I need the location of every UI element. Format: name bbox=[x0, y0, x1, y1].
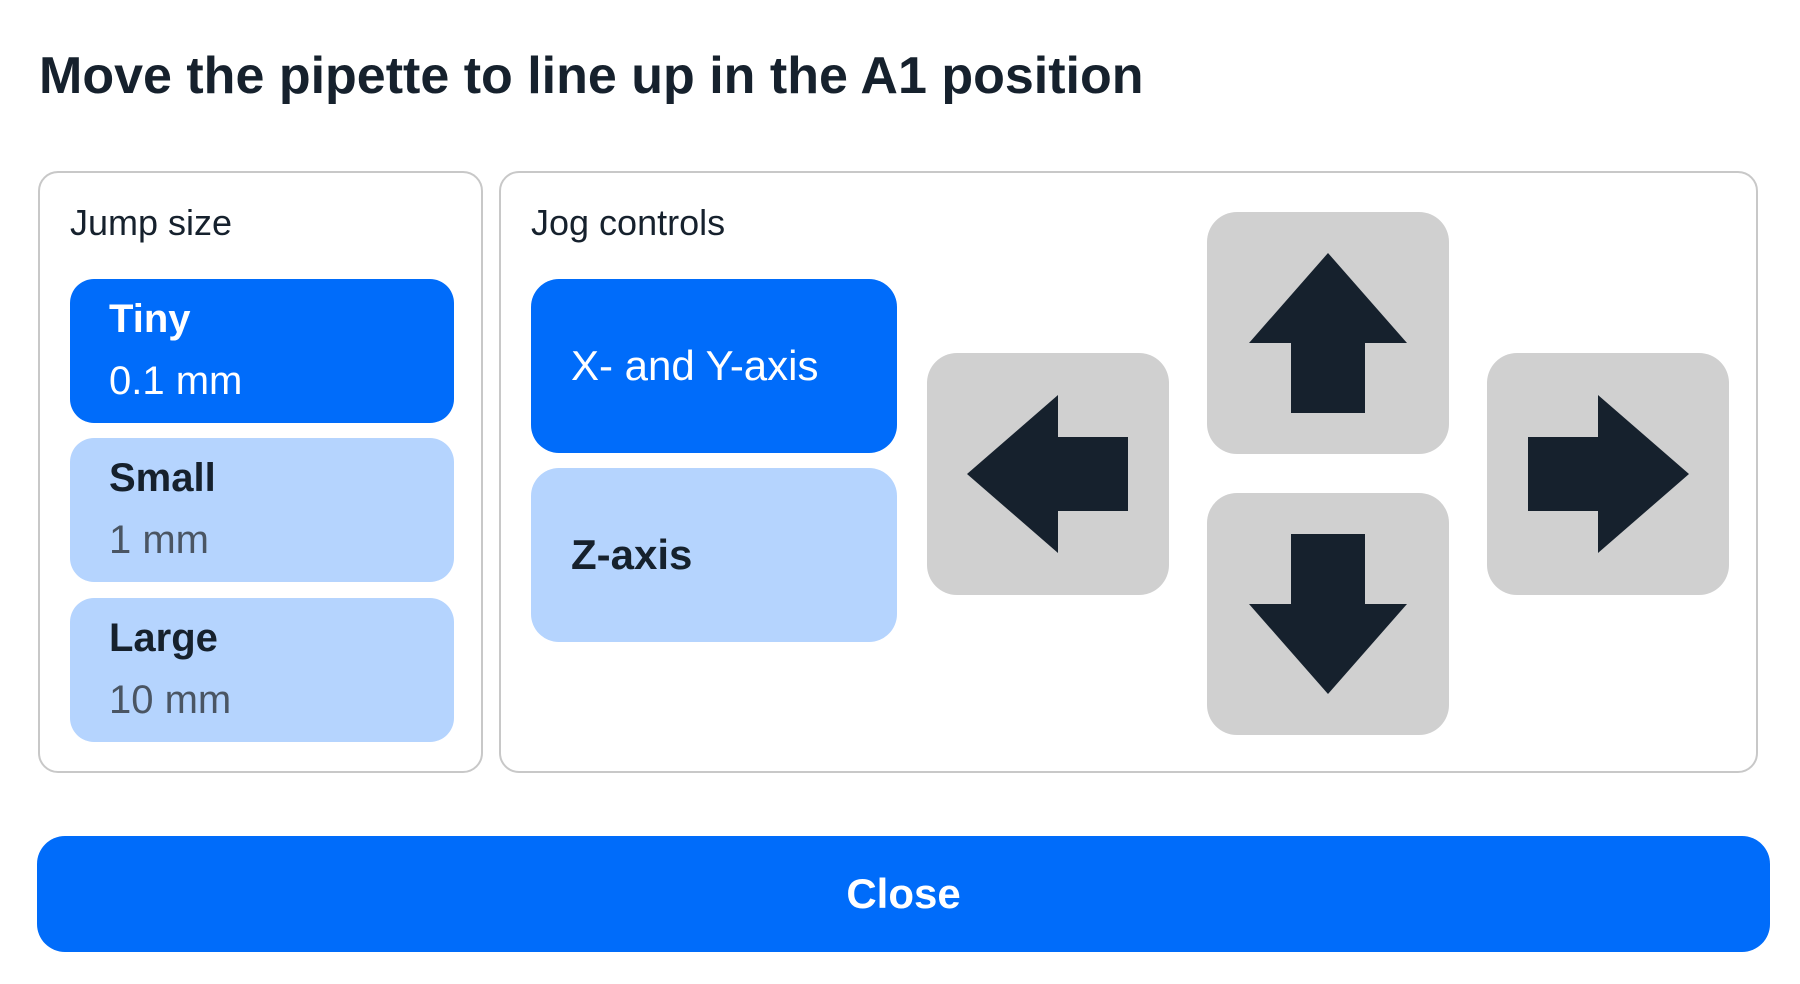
axis-option-xy[interactable]: X- and Y-axis bbox=[531, 279, 897, 453]
option-value: 0.1 mm bbox=[109, 359, 243, 403]
jump-size-option-tiny[interactable]: Tiny 0.1 mm bbox=[70, 279, 454, 423]
arrow-left-icon bbox=[967, 395, 1128, 553]
axis-option-z[interactable]: Z-axis bbox=[531, 468, 897, 642]
jump-size-option-small[interactable]: Small 1 mm bbox=[70, 438, 454, 582]
page-title: Move the pipette to line up in the A1 po… bbox=[39, 47, 1144, 105]
option-value: 10 mm bbox=[109, 678, 232, 722]
arrow-down-icon bbox=[1249, 534, 1407, 694]
jog-right-button[interactable] bbox=[1487, 353, 1729, 595]
option-title: Tiny bbox=[109, 297, 191, 341]
jump-size-option-large[interactable]: Large 10 mm bbox=[70, 598, 454, 742]
close-button[interactable]: Close bbox=[37, 836, 1770, 952]
axis-option-label: Z-axis bbox=[571, 531, 693, 578]
option-title: Small bbox=[109, 456, 216, 500]
jump-size-panel: Jump size Tiny 0.1 mm Small 1 mm Large 1… bbox=[38, 171, 483, 773]
arrow-up-icon bbox=[1249, 253, 1407, 413]
jump-size-label: Jump size bbox=[70, 202, 233, 243]
jog-left-button[interactable] bbox=[927, 353, 1169, 595]
axis-option-label: X- and Y-axis bbox=[571, 342, 819, 389]
jog-controls-panel: Jog controls X- and Y-axis Z-axis bbox=[499, 171, 1758, 773]
jog-controls-label: Jog controls bbox=[531, 202, 726, 243]
option-title: Large bbox=[109, 616, 218, 660]
arrow-right-icon bbox=[1528, 395, 1689, 553]
jog-up-button[interactable] bbox=[1207, 212, 1449, 454]
option-value: 1 mm bbox=[109, 518, 209, 562]
jog-down-button[interactable] bbox=[1207, 493, 1449, 735]
